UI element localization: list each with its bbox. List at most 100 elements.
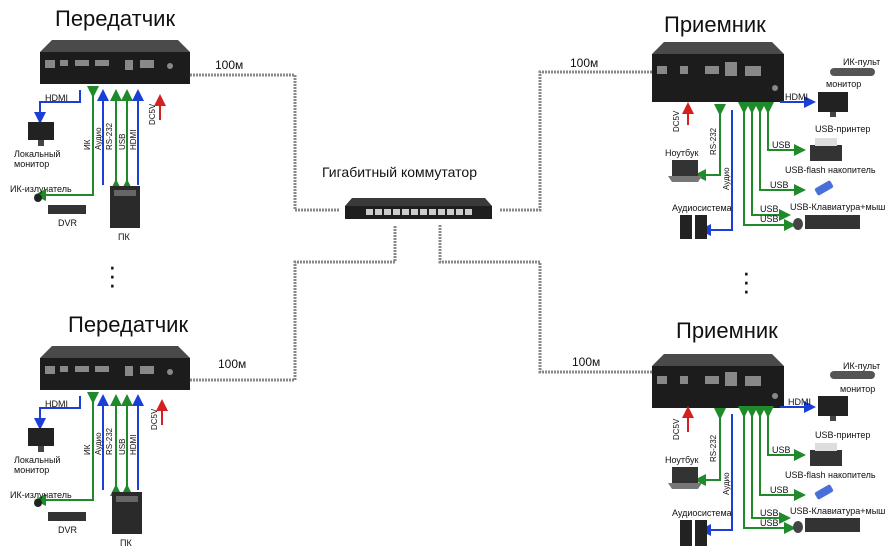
tx2-arrows (34, 392, 168, 506)
rx2-rs232-label: RS-232 (709, 434, 718, 462)
rx1-usb-3-label: USB (760, 204, 779, 214)
rx1-hdmi-label: HDMI (785, 92, 808, 102)
rx2-dc5v-label: DC5V (672, 418, 681, 440)
tx2-hdmi-v-label: HDMI (129, 434, 138, 455)
cable-rx2 (438, 225, 655, 374)
rx2-usb-kbm-label: USB-Клавиатура+мышь (790, 506, 886, 516)
tx2-dc5v-label: DC5V (150, 408, 159, 430)
receiver-2-title: Приемник (676, 318, 778, 343)
cable-length-tx2: 100м (218, 357, 247, 371)
pc-icon-2 (112, 492, 142, 534)
rx1-usb-printer-label: USB-принтер (815, 124, 871, 134)
gigabit-switch (345, 198, 492, 219)
tx1-local-monitor-label: Локальный монитор (14, 149, 61, 169)
transmitter-2-device (40, 346, 190, 390)
keyboard-icon-2 (793, 518, 860, 533)
rx2-audio-label: Аудио (722, 472, 731, 495)
ellipsis-right: ··· (742, 257, 751, 305)
laptop-icon-2 (668, 467, 702, 489)
rx1-arrows (682, 96, 816, 236)
dvr-icon-1 (48, 205, 86, 214)
rx1-audio-label: Аудио (722, 167, 731, 190)
tx2-rs232-label: RS-232 (105, 427, 114, 455)
speakers-icon-1 (680, 215, 707, 239)
rx1-monitor-label: монитор (826, 79, 862, 89)
usb-flash-icon-2 (814, 484, 834, 500)
rx1-usb-1-label: USB (772, 140, 791, 150)
dvr-icon-2 (48, 512, 86, 521)
tx2-hdmi-label: HDMI (45, 399, 68, 409)
rx1-dc5v-label: DC5V (672, 110, 681, 132)
cable-length-tx1: 100м (215, 58, 244, 72)
rx2-ir-remote-label: ИК-пульт (843, 361, 881, 371)
keyboard-icon-1 (793, 215, 860, 230)
rx1-laptop-label: Ноутбук (665, 148, 699, 158)
tx1-ir-emitter-label: ИК-излучатель (10, 184, 72, 194)
rx1-usb-flash-label: USB-flash накопитель (785, 165, 876, 175)
ir-remote-icon-2 (830, 371, 875, 379)
tx2-dvr-label: DVR (58, 525, 78, 535)
rx2-usb-3-label: USB (760, 508, 779, 518)
cable-length-rx2: 100м (572, 355, 601, 369)
rx1-ir-remote-label: ИК-пульт (843, 57, 881, 67)
ellipsis-left: ··· (108, 251, 117, 299)
transmitter-2-title: Передатчик (68, 312, 189, 337)
rx2-speakers-label: Аудиосистема (672, 508, 732, 518)
tx2-local-monitor-label: Локальный монитор (14, 455, 61, 475)
cable-rx1 (500, 70, 655, 212)
tx1-hdmi-v-label: HDMI (129, 129, 138, 150)
tx1-rs232-label: RS-232 (105, 122, 114, 150)
tx2-ir-label: ИК (83, 444, 92, 455)
local-monitor-icon-2 (28, 428, 54, 452)
cable-tx1 (190, 73, 340, 212)
usb-flash-icon-1 (814, 180, 834, 196)
rx2-usb-1-label: USB (772, 445, 791, 455)
monitor-icon-1 (818, 92, 848, 117)
rx2-hdmi-label: HDMI (788, 397, 811, 407)
rx1-usb-2-label: USB (770, 180, 789, 190)
tx2-audio-label: Аудио (94, 432, 103, 455)
laptop-icon-1 (668, 160, 702, 182)
ir-remote-icon-1 (830, 68, 875, 76)
rx1-usb-4-label: USB (760, 214, 779, 224)
local-monitor-icon-1 (28, 122, 54, 146)
rx1-usb-kbm-label: USB-Клавиатура+мышь (790, 202, 886, 212)
tx2-usb-label: USB (118, 438, 127, 455)
tx1-usb-label: USB (118, 133, 127, 150)
printer-icon-2 (810, 443, 842, 466)
rx2-monitor-label: монитор (840, 384, 876, 394)
ir-emitter-icon-2 (34, 499, 42, 507)
ir-emitter-icon-1 (34, 194, 42, 202)
rx2-usb-4-label: USB (760, 518, 779, 528)
transmitter-1-device (40, 40, 190, 84)
receiver-1-device (652, 42, 784, 102)
speakers-icon-2 (680, 520, 707, 546)
tx1-hdmi-label: HDMI (45, 93, 68, 103)
tx1-audio-label: Аудио (94, 127, 103, 150)
monitor-icon-2 (818, 396, 848, 421)
transmitter-1-title: Передатчик (55, 6, 176, 31)
printer-icon-1 (810, 138, 842, 161)
cable-tx2 (190, 225, 397, 382)
receiver-2-device (652, 354, 784, 408)
rx2-laptop-label: Ноутбук (665, 455, 699, 465)
pc-icon-1 (110, 186, 140, 228)
tx1-ir-label: ИК (83, 139, 92, 150)
tx1-pc-label: ПК (118, 232, 130, 242)
tx2-ir-emitter-label: ИК-излучатель (10, 490, 72, 500)
tx1-dc5v-label: DC5V (148, 103, 157, 125)
receiver-1-title: Приемник (664, 12, 766, 37)
rx2-usb-flash-label: USB-flash накопитель (785, 470, 876, 480)
tx1-arrows (34, 86, 166, 201)
rx2-usb-2-label: USB (770, 485, 789, 495)
tx1-dvr-label: DVR (58, 218, 78, 228)
rx2-arrows (682, 401, 816, 536)
switch-label: Гигабитный коммутатор (322, 164, 477, 180)
rx2-usb-printer-label: USB-принтер (815, 430, 871, 440)
rx1-rs232-label: RS-232 (709, 127, 718, 155)
cable-length-rx1: 100м (570, 56, 599, 70)
tx2-pc-label: ПК (120, 538, 132, 548)
rx1-speakers-label: Аудиосистема (672, 203, 732, 213)
